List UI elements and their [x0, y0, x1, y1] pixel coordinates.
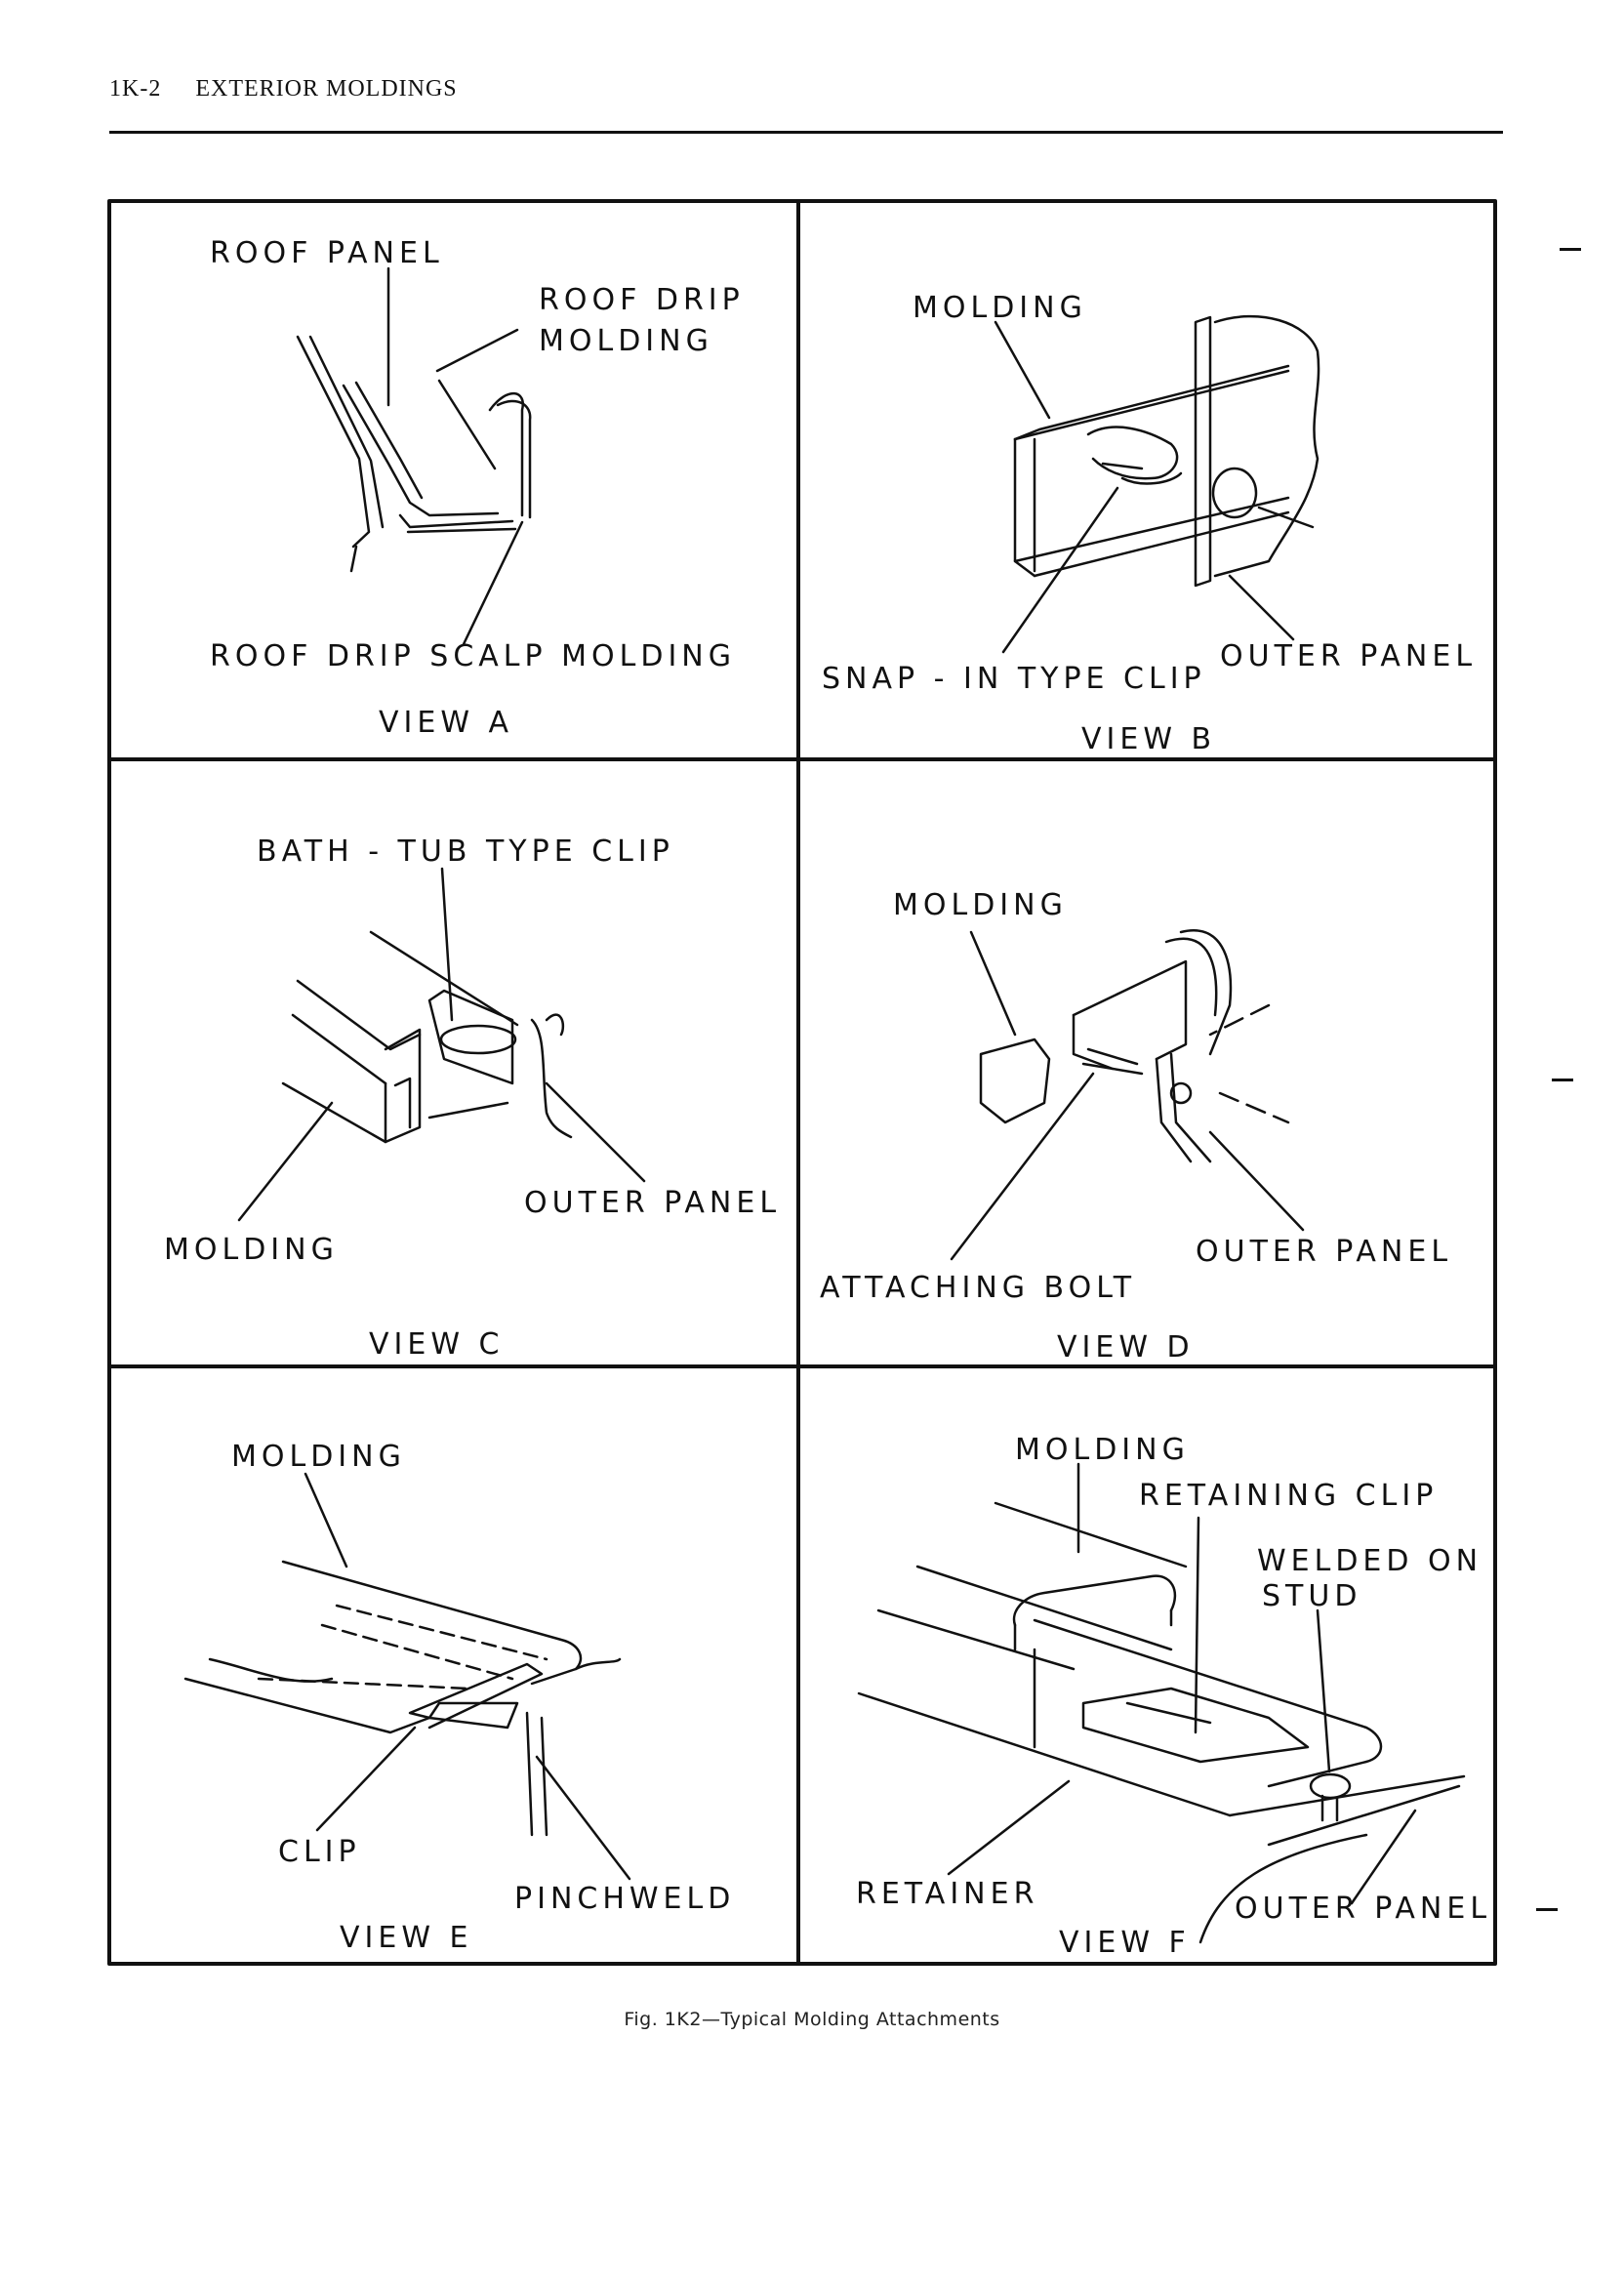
view-c-title: VIEW C	[369, 1327, 505, 1362]
page-number: 1K-2	[109, 76, 162, 102]
margin-mark	[1560, 248, 1581, 251]
view-d-drawing	[979, 929, 1290, 1163]
label-view-f-molding: MOLDING	[1015, 1433, 1190, 1467]
view-a-drawing	[296, 335, 532, 573]
view-f-drawing	[857, 1501, 1466, 1944]
label-snap-in-type-clip: SNAP - IN TYPE CLIP	[822, 662, 1206, 696]
label-view-b-outer-panel: OUTER PANEL	[1220, 639, 1478, 673]
figure-frame	[107, 199, 1497, 1966]
figure-caption: Fig. 1K2—Typical Molding Attachments	[624, 2009, 1000, 2030]
margin-mark	[1536, 1908, 1558, 1911]
view-d-title: VIEW D	[1057, 1330, 1195, 1364]
label-view-b-molding: MOLDING	[913, 291, 1087, 325]
label-clip: CLIP	[278, 1835, 361, 1869]
label-view-e-molding: MOLDING	[231, 1440, 406, 1474]
label-retaining-clip: RETAINING CLIP	[1139, 1479, 1439, 1513]
view-f-leaders	[947, 1462, 1417, 1905]
label-roof-drip-molding-line2: MOLDING	[539, 324, 713, 358]
view-a-title: VIEW A	[379, 706, 514, 740]
label-roof-panel: ROOF PANEL	[210, 236, 444, 270]
label-roof-drip-scalp-molding: ROOF DRIP SCALP MOLDING	[210, 639, 736, 673]
section-title: EXTERIOR MOLDINGS	[195, 76, 458, 102]
label-roof-drip-molding-line1: ROOF DRIP	[539, 283, 745, 317]
view-b-drawing	[1013, 314, 1320, 588]
label-welded-on-stud-line1: WELDED ON	[1257, 1544, 1483, 1578]
label-attaching-bolt: ATTACHING BOLT	[820, 1271, 1137, 1305]
margin-mark	[1552, 1079, 1573, 1081]
label-view-c-molding: MOLDING	[164, 1233, 339, 1267]
header-rule	[109, 131, 1503, 134]
label-welded-on-stud-line2: STUD	[1262, 1579, 1362, 1613]
view-e-drawing	[183, 1560, 622, 1837]
view-b-title: VIEW B	[1081, 722, 1217, 756]
view-c-leaders	[237, 867, 646, 1222]
label-view-d-outer-panel: OUTER PANEL	[1196, 1235, 1453, 1269]
view-a-leaders	[386, 266, 524, 646]
view-f-title: VIEW F	[1059, 1926, 1191, 1960]
page-header: 1K-2 EXTERIOR MOLDINGS	[109, 76, 458, 102]
view-e-title: VIEW E	[340, 1921, 473, 1955]
label-view-c-outer-panel: OUTER PANEL	[524, 1186, 782, 1220]
label-retainer: RETAINER	[856, 1877, 1039, 1911]
view-b-leaders	[994, 320, 1315, 654]
label-view-d-molding: MOLDING	[893, 888, 1068, 922]
label-pinchweld: PINCHWELD	[514, 1882, 736, 1916]
view-e-leaders	[304, 1472, 631, 1881]
view-d-leaders	[950, 930, 1305, 1261]
view-c-drawing	[281, 930, 573, 1144]
label-view-f-outer-panel: OUTER PANEL	[1235, 1892, 1492, 1926]
label-bath-tub-type-clip: BATH - TUB TYPE CLIP	[257, 835, 674, 869]
